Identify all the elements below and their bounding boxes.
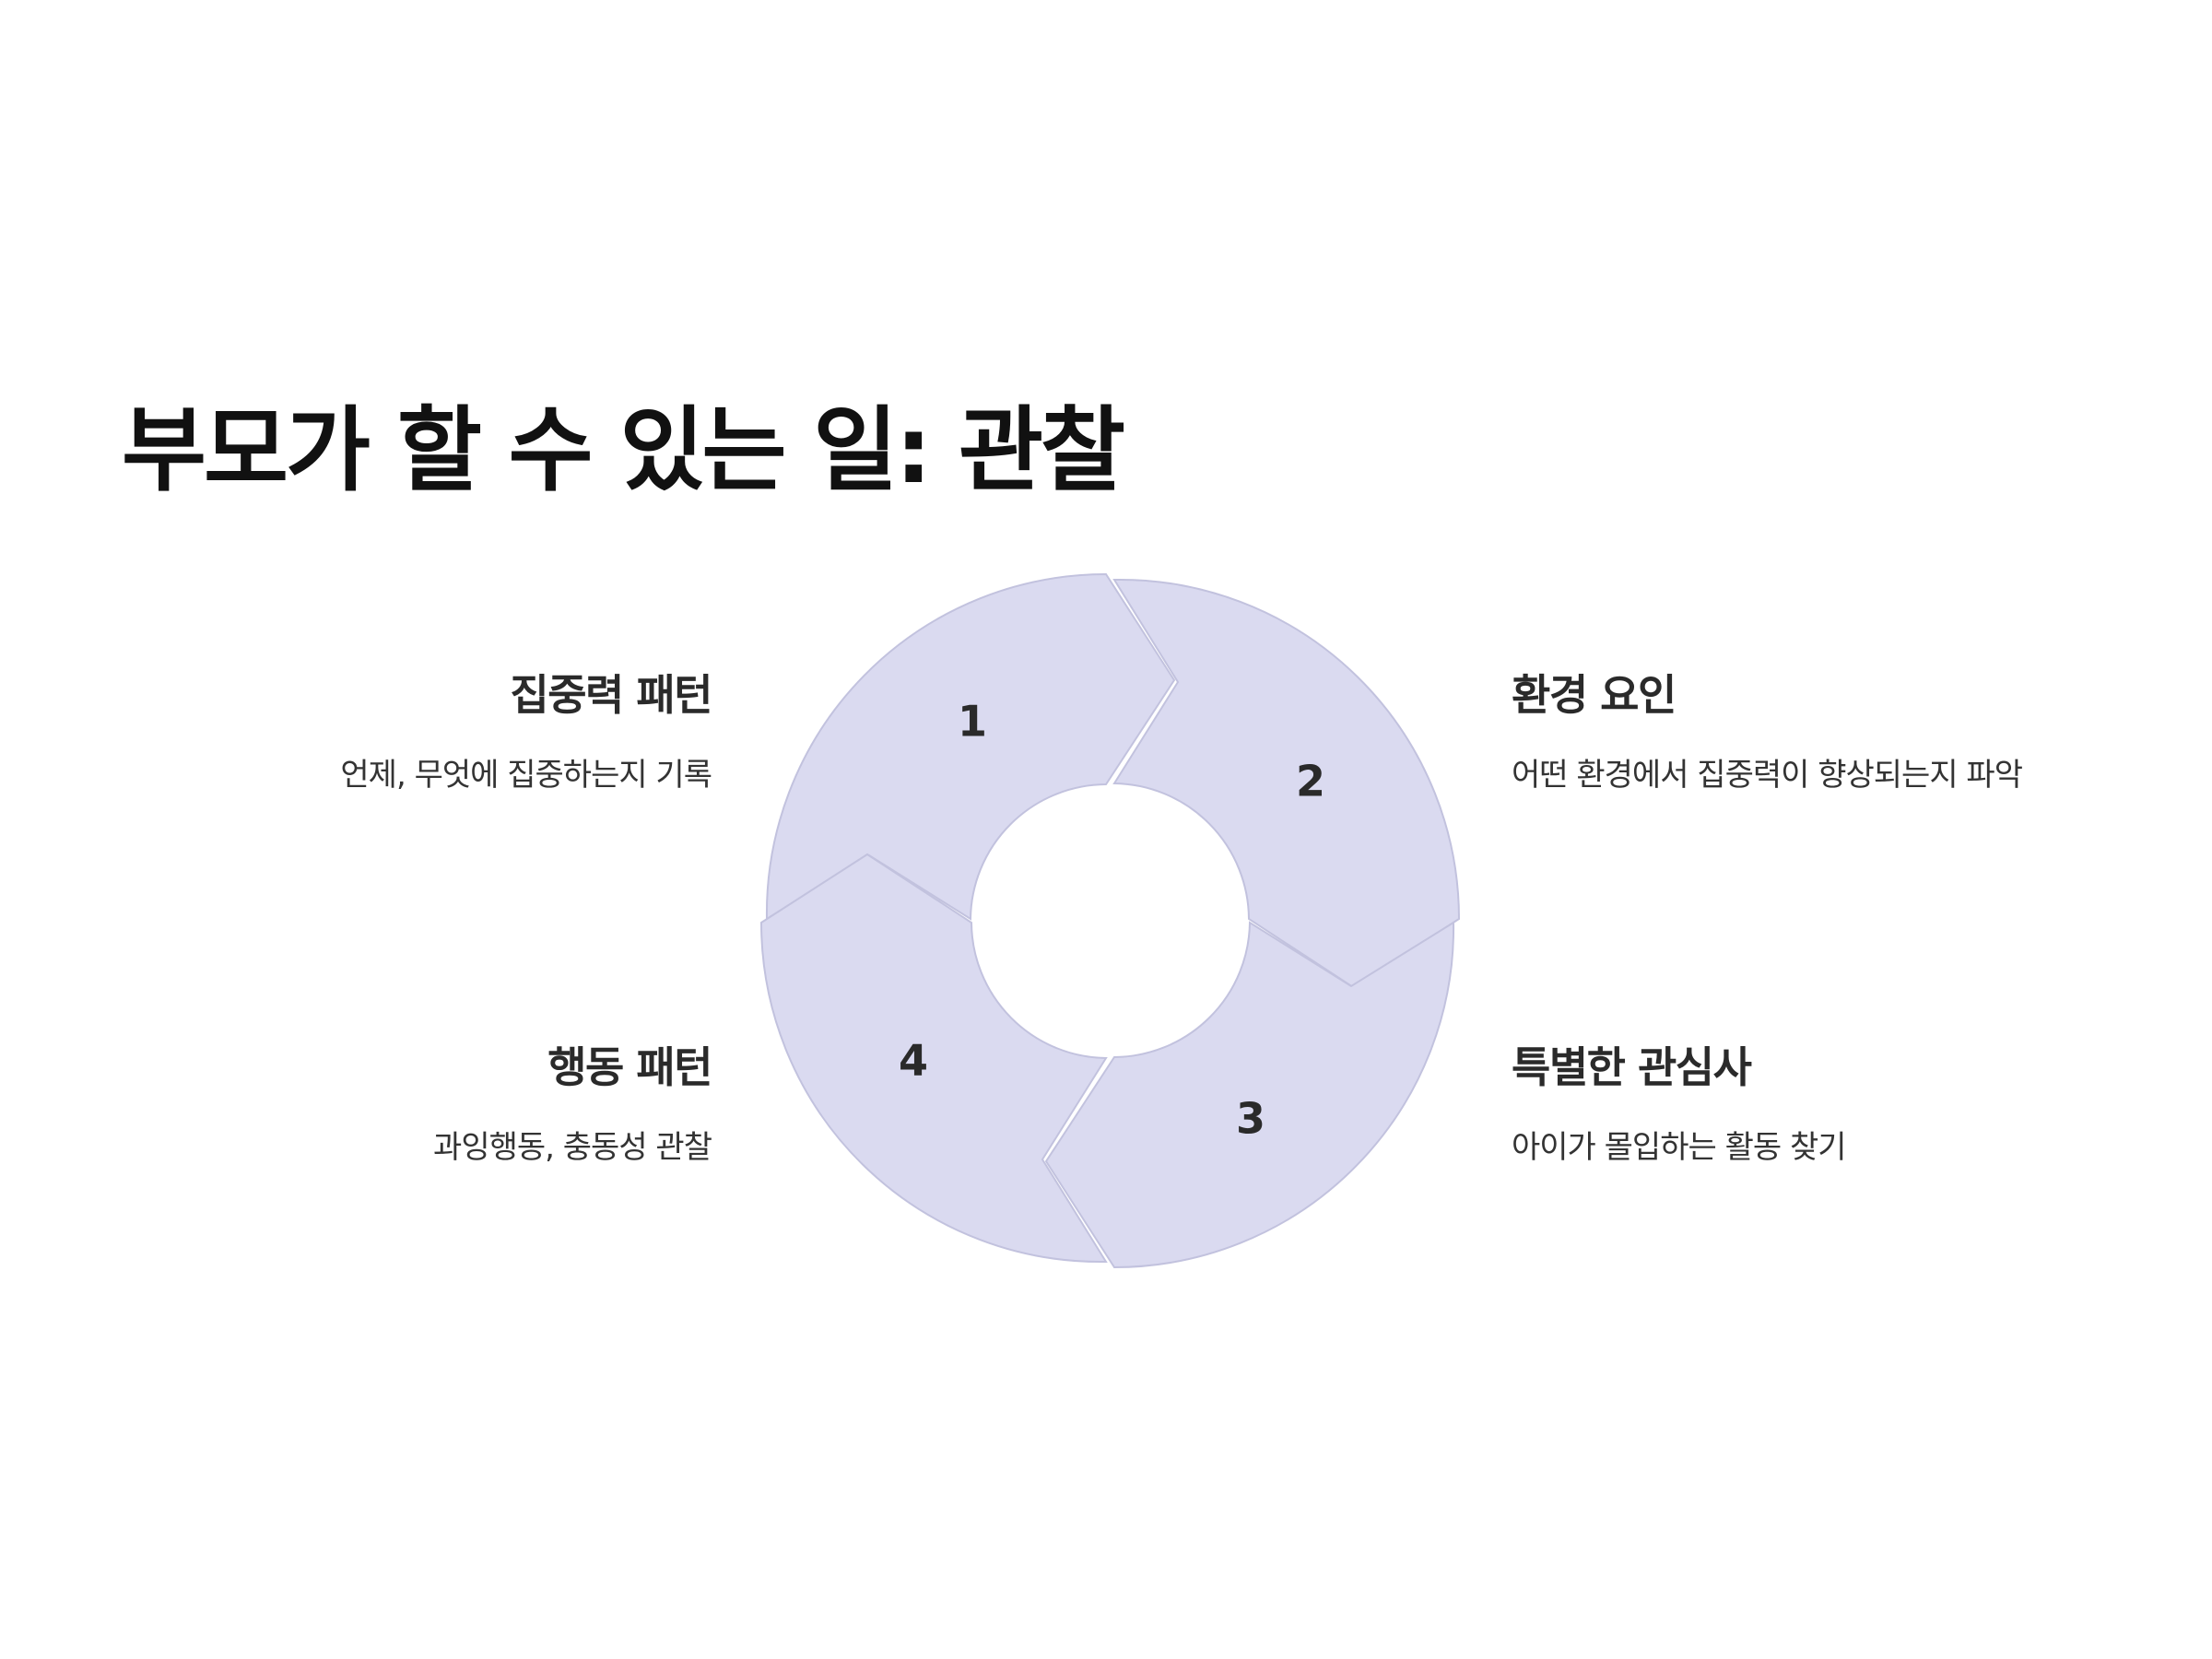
item-title: 특별한 관심사: [1512, 1042, 1752, 1092]
cycle-segment-2: [1112, 578, 1461, 989]
cycle-item-1: 집중력 패턴 언제, 무엇에 집중하는지 기록: [11, 667, 712, 796]
item-title: 집중력 패턴: [510, 670, 712, 720]
page-title: 부모가 할 수 있는 일: 관찰: [122, 396, 1125, 504]
item-description: 아이가 몰입하는 활동 찾기: [1512, 1129, 1847, 1166]
cycle-number-1: 1: [958, 697, 987, 747]
cycle-number-4: 4: [899, 1036, 928, 1086]
cycle-segment-1: [765, 572, 1176, 921]
item-title: 행동 패턴: [547, 1042, 712, 1092]
item-description: 과잉행동, 충동성 관찰: [433, 1129, 712, 1166]
cycle-item-2: 환경 요인 어떤 환경에서 집중력이 향상되는지 파악: [1512, 667, 2212, 796]
cycle-segment-4: [759, 853, 1108, 1264]
cycle-item-4: 행동 패턴 과잉행동, 충동성 관찰: [11, 1040, 712, 1169]
cycle-item-3: 특별한 관심사 아이가 몰입하는 활동 찾기: [1512, 1040, 2212, 1169]
cycle-segment-3: [1044, 921, 1455, 1269]
cycle-number-3: 3: [1236, 1094, 1265, 1144]
cycle-number-2: 2: [1296, 757, 1325, 806]
item-title: 환경 요인: [1512, 670, 1677, 720]
item-description: 어떤 환경에서 집중력이 향상되는지 파악: [1512, 757, 2023, 794]
item-description: 언제, 무엇에 집중하는지 기록: [340, 757, 712, 794]
